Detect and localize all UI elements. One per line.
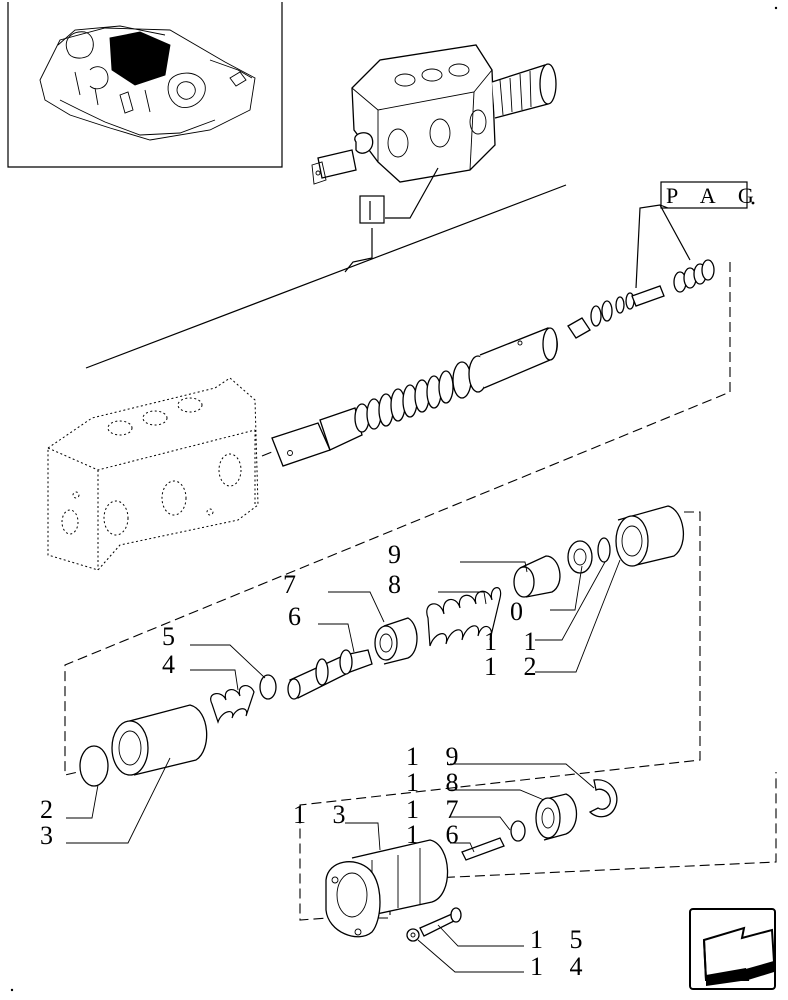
part-15-bolt xyxy=(419,907,462,937)
spool-lands xyxy=(354,355,488,433)
part-10-washer xyxy=(567,540,593,574)
part-16-pin xyxy=(461,837,505,861)
reference-box-1 xyxy=(359,195,385,224)
callout-19: 1 9 xyxy=(406,742,469,771)
valve-section-assembled xyxy=(311,44,557,219)
callout-labels: 9 8 0 1 1 1 2 7 6 5 4 2 3 1 9 1 8 1 7 1 … xyxy=(40,540,593,981)
part-3-sleeve xyxy=(111,704,208,776)
assembly-thumbnail xyxy=(7,2,283,168)
callout-16: 1 6 xyxy=(406,820,469,849)
callout-18: 1 8 xyxy=(406,768,469,797)
callout-6: 6 xyxy=(288,602,311,631)
callout-5: 5 xyxy=(162,622,185,651)
back-navigation-button[interactable] xyxy=(689,908,776,990)
callout-10: 0 xyxy=(510,597,533,626)
part-6-piston xyxy=(287,649,373,700)
part-4-spring xyxy=(210,685,255,724)
back-arrow-icon xyxy=(702,926,776,986)
part-17-ring xyxy=(510,820,526,842)
callout-9: 9 xyxy=(388,540,411,569)
part-14-washer xyxy=(406,928,420,942)
callout-3: 3 xyxy=(40,821,63,850)
pag-label: P A G xyxy=(666,183,763,208)
callout-8: 8 xyxy=(388,570,411,599)
valve-body-phantom xyxy=(47,377,259,571)
part-13-filter xyxy=(325,839,449,938)
part-5-ring xyxy=(259,674,277,700)
phantom-line-2 xyxy=(299,511,701,921)
leader-line-long xyxy=(85,184,567,369)
callout-15: 1 5 xyxy=(530,925,593,954)
pag-reference: P A G xyxy=(635,181,763,289)
callout-12: 1 2 xyxy=(484,652,547,681)
callout-11: 1 1 xyxy=(484,627,547,656)
phantom-line-1 xyxy=(64,262,731,776)
part-2-ring xyxy=(79,745,109,787)
callout-17: 1 7 xyxy=(406,795,469,824)
part-9-seat xyxy=(513,555,561,598)
spool-assembly xyxy=(47,259,715,571)
leader-lines xyxy=(66,559,621,973)
part-18-seat xyxy=(535,793,578,841)
callout-2: 2 xyxy=(40,795,63,824)
leader-line-ref xyxy=(344,228,373,273)
part-11-ring xyxy=(597,537,611,563)
callout-14: 1 4 xyxy=(530,952,593,981)
callout-13: 1 3 xyxy=(293,800,356,829)
part-7-spacer xyxy=(374,617,418,665)
part-8-spring xyxy=(426,587,502,647)
part-19-clip xyxy=(588,779,618,818)
part-12-cap xyxy=(615,505,684,567)
callout-4: 4 xyxy=(162,650,185,679)
callout-7: 7 xyxy=(283,570,306,599)
